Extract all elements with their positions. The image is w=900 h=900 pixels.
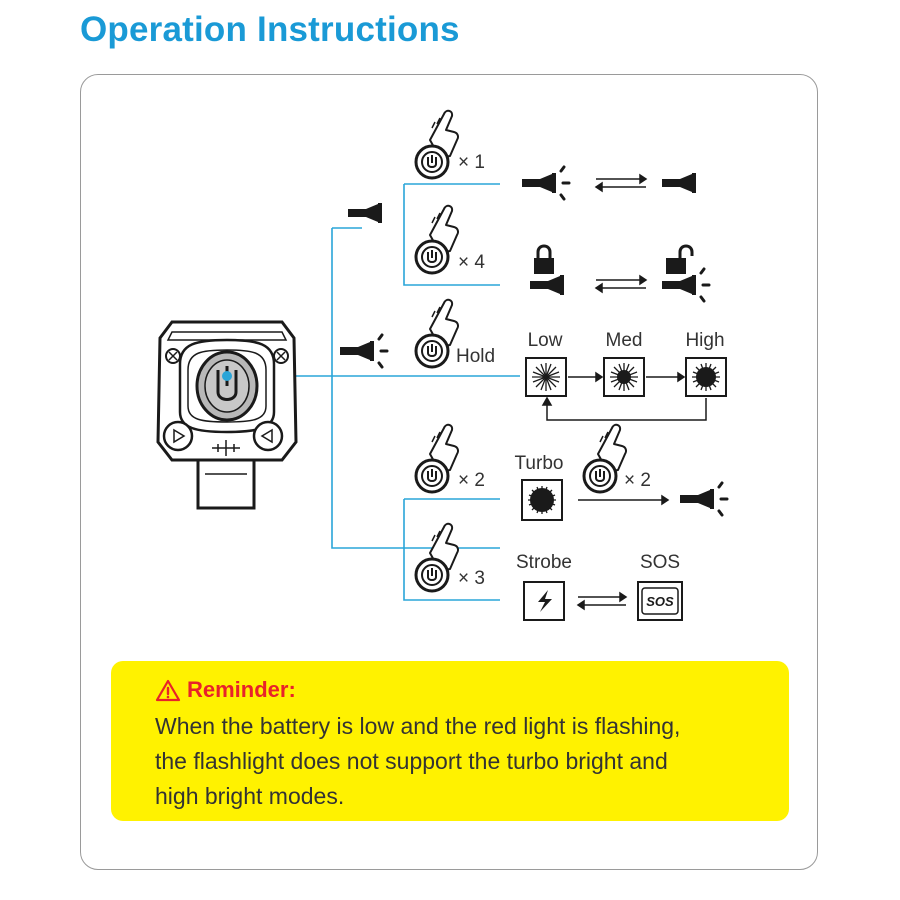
click-count-1: × 1 <box>458 152 485 173</box>
mode-low-label: Low <box>528 330 563 351</box>
unlock-icon <box>666 244 694 274</box>
mode-turbo-label: Turbo <box>515 453 564 474</box>
reminder-text: When the battery is low and the red ligh… <box>155 709 789 814</box>
mode-med-box <box>603 357 645 397</box>
reminder-title: Reminder: <box>187 677 296 702</box>
tap-finger-icon <box>582 423 628 494</box>
mode-cycle-arrows <box>541 371 707 421</box>
click-count-3: × 3 <box>458 568 485 589</box>
reminder-line: When the battery is low and the red ligh… <box>155 713 681 739</box>
page-title: Operation Instructions <box>80 10 460 49</box>
flashlight-off-icon <box>662 173 696 193</box>
toggle-arrows <box>594 173 648 193</box>
reminder-header: Reminder: <box>155 677 789 703</box>
warning-icon <box>155 679 181 701</box>
tap-finger-icon <box>414 204 460 275</box>
hold-label: Hold <box>456 346 495 367</box>
lock-icon <box>534 244 554 274</box>
mode-low-box <box>525 357 567 397</box>
mode-med-label: Med <box>606 330 643 351</box>
turbo-exit-count: × 2 <box>624 470 651 491</box>
toggle-arrows <box>594 274 648 294</box>
mode-turbo-box <box>521 479 563 521</box>
click-count-4: × 4 <box>458 252 485 273</box>
reminder-line: the flashlight does not support the turb… <box>155 748 668 774</box>
tap-finger-icon <box>414 522 460 593</box>
tap-finger-icon <box>414 423 460 494</box>
mode-high-label: High <box>685 330 724 351</box>
mode-strobe-label: Strobe <box>516 552 572 573</box>
flashlight-on-icon <box>520 165 571 201</box>
click-count-2: × 2 <box>458 470 485 491</box>
tap-finger-icon <box>414 109 460 180</box>
instruction-panel <box>80 74 818 870</box>
mode-high-box <box>685 357 727 397</box>
turbo-exit-arrow <box>578 494 670 506</box>
flashlight-off-icon <box>348 203 382 223</box>
toggle-arrows <box>576 591 628 611</box>
reminder-box: Reminder: When the battery is low and th… <box>111 661 789 821</box>
headlamp-device <box>156 320 298 510</box>
sos-badge-text: SOS <box>646 594 674 609</box>
mode-strobe-box <box>523 581 565 621</box>
mode-sos-label: SOS <box>640 552 680 573</box>
mode-sos-box: SOS <box>637 581 683 621</box>
flashlight-on-icon <box>338 333 389 369</box>
reminder-line: high bright modes. <box>155 783 345 809</box>
flashlight-on-icon <box>678 481 729 517</box>
flashlight-off-icon <box>530 275 564 295</box>
tap-finger-icon <box>414 298 460 369</box>
